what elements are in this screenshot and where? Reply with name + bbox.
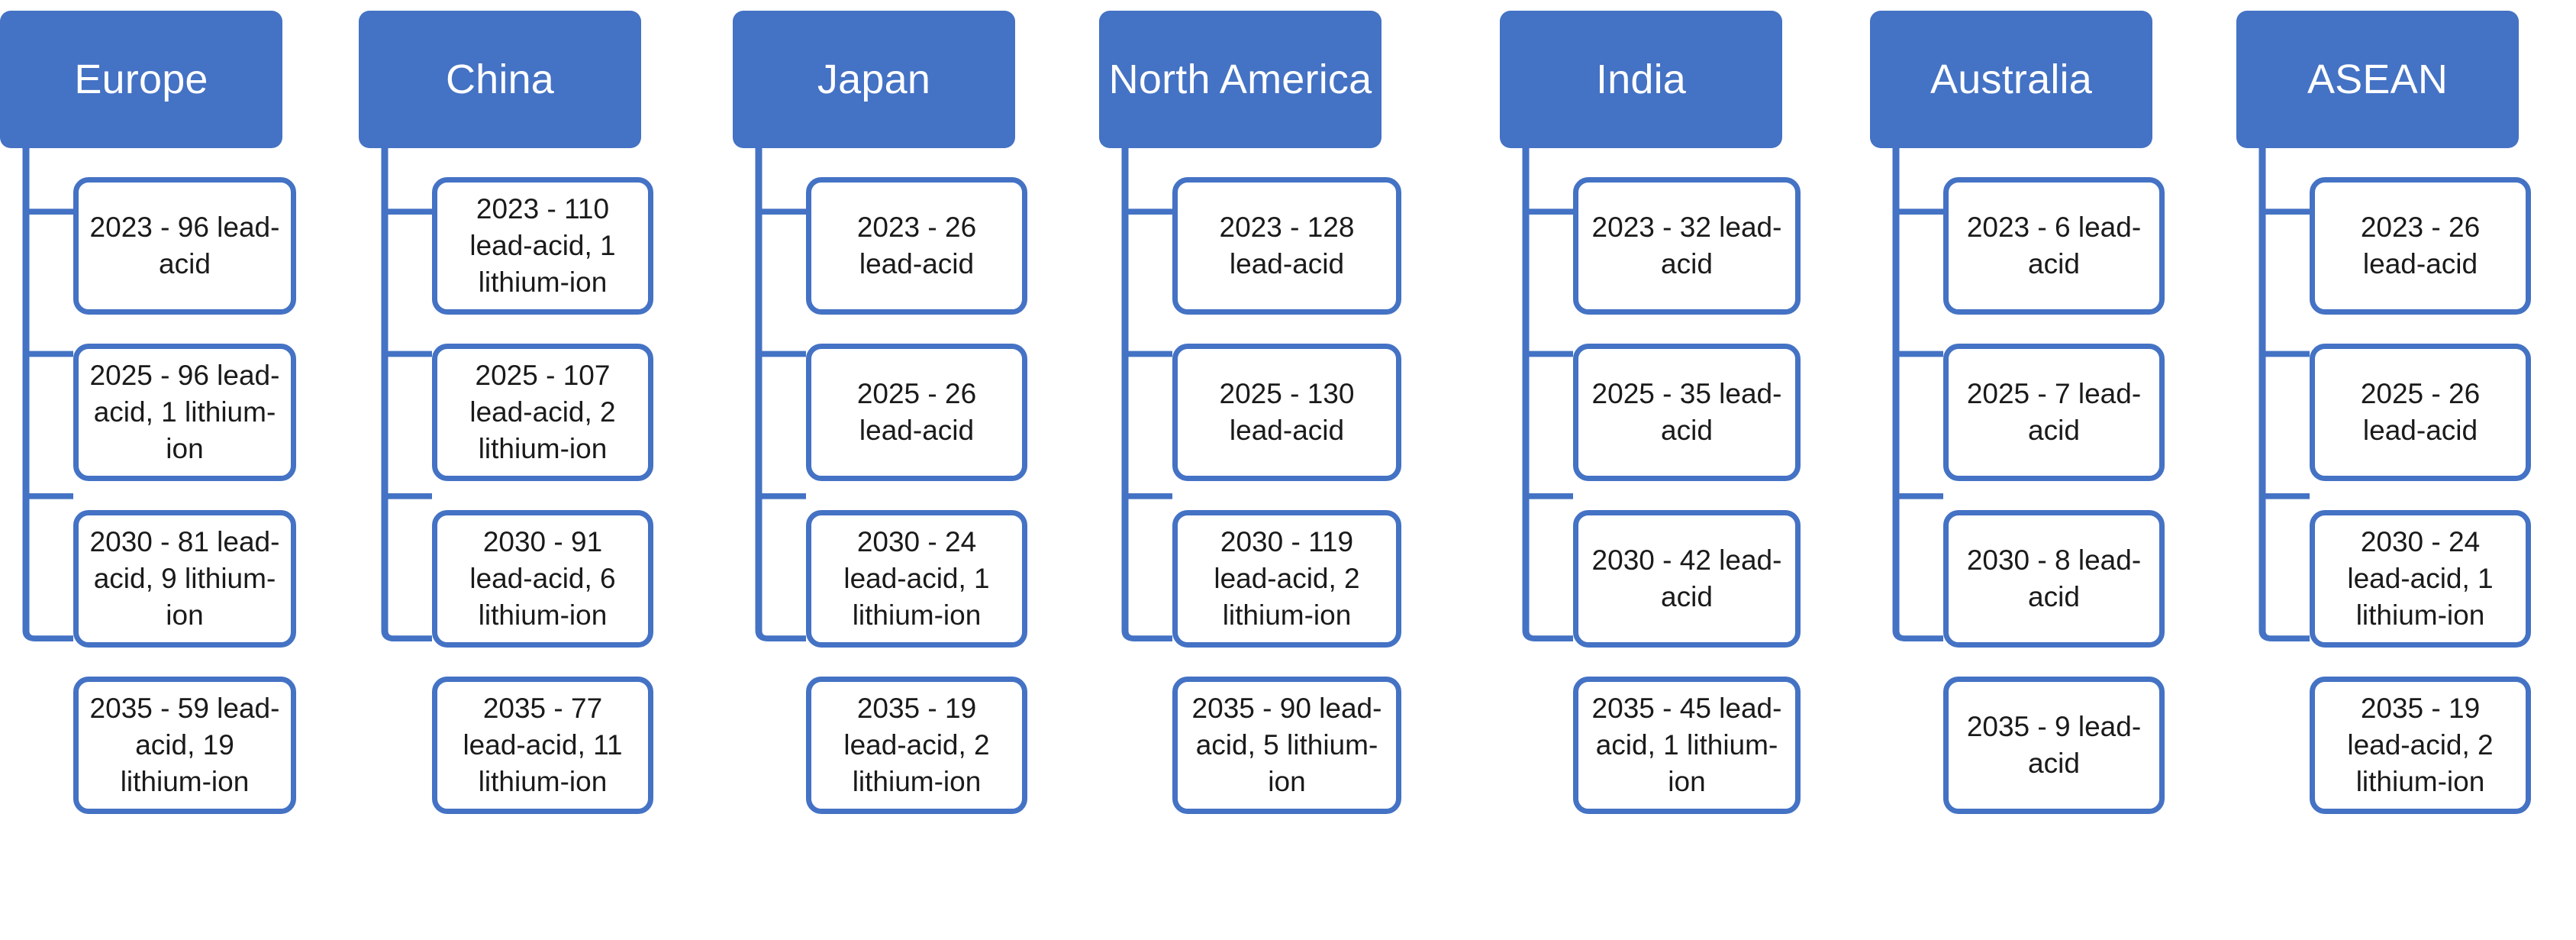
node-label: 2030 - 119 lead-acid, 2 lithium-ion (1214, 525, 1360, 632)
node-box[interactable]: 2030 - 42 lead-acid (1573, 510, 1801, 648)
node-label: 2030 - 91 lead-acid, 6 lithium-ion (469, 525, 616, 632)
node-label: 2023 - 110 lead-acid, 1 lithium-ion (469, 192, 616, 299)
node-label: 2025 - 26 lead-acid (856, 377, 977, 446)
node-label: 2025 - 130 lead-acid (1219, 377, 1355, 446)
node-box[interactable]: 2030 - 24 lead-acid, 1 lithium-ion (806, 510, 1027, 648)
region-header-china[interactable]: China (359, 11, 641, 148)
node-box[interactable]: 2030 - 8 lead-acid (1943, 510, 2165, 648)
node-label: 2030 - 8 lead-acid (1966, 544, 2142, 612)
node-box[interactable]: 2035 - 19 lead-acid, 2 lithium-ion (806, 677, 1027, 814)
node-box[interactable]: 2025 - 107 lead-acid, 2 lithium-ion (432, 344, 653, 481)
region-column: Europe 2023 - 96 lead-acid 2025 - 96 lead-… (0, 11, 359, 814)
node-label: 2025 - 35 lead-acid (1591, 377, 1782, 446)
node-label: 2023 - 6 lead-acid (1966, 211, 2142, 279)
node-box[interactable]: 2023 - 96 lead-acid (73, 177, 296, 315)
node-box[interactable]: 2035 - 45 lead-acid, 1 lithium-ion (1573, 677, 1801, 814)
node-box[interactable]: 2023 - 110 lead-acid, 1 lithium-ion (432, 177, 653, 315)
node-box[interactable]: 2025 - 96 lead-acid, 1 lithium-ion (73, 344, 296, 481)
node-box[interactable]: 2030 - 24 lead-acid, 1 lithium-ion (2310, 510, 2531, 648)
region-header-japan[interactable]: Japan (733, 11, 1015, 148)
connector-trunk (22, 128, 73, 641)
node-label: 2035 - 90 lead-acid, 5 lithium-ion (1191, 692, 1382, 798)
region-header-label: Europe (74, 56, 208, 102)
connector-trunk (1522, 128, 1573, 641)
node-label: 2030 - 81 lead-acid, 9 lithium-ion (89, 525, 280, 632)
connector-trunk (755, 128, 806, 641)
node-label: 2030 - 42 lead-acid (1591, 544, 1782, 612)
node-box[interactable]: 2023 - 32 lead-acid (1573, 177, 1801, 315)
node-list: 2023 - 32 lead-acid 2025 - 35 lead-acid 20… (1573, 177, 1870, 814)
node-label: 2035 - 59 lead-acid, 19 lithium-ion (89, 692, 280, 798)
region-column: Australia 2023 - 6 lead-acid 2025 - 7 lead… (1870, 11, 2236, 814)
region-header-label: ASEAN (2307, 56, 2449, 102)
node-box[interactable]: 2023 - 128 lead-acid (1172, 177, 1401, 315)
node-box[interactable]: 2025 - 130 lead-acid (1172, 344, 1401, 481)
region-column: Japan 2023 - 26 lead-acid 2025 - 26 lead-a… (733, 11, 1099, 814)
connector-trunk (2258, 128, 2310, 641)
node-box[interactable]: 2035 - 90 lead-acid, 5 lithium-ion (1172, 677, 1401, 814)
node-label: 2035 - 45 lead-acid, 1 lithium-ion (1591, 692, 1782, 798)
node-box[interactable]: 2035 - 77 lead-acid, 11 lithium-ion (432, 677, 653, 814)
region-header-asean[interactable]: ASEAN (2236, 11, 2519, 148)
node-label: 2025 - 26 lead-acid (2360, 377, 2481, 446)
node-box[interactable]: 2025 - 7 lead-acid (1943, 344, 2165, 481)
node-label: 2035 - 19 lead-acid, 2 lithium-ion (2347, 692, 2494, 798)
node-label: 2023 - 96 lead-acid (89, 211, 280, 279)
node-box[interactable]: 2030 - 119 lead-acid, 2 lithium-ion (1172, 510, 1401, 648)
node-box[interactable]: 2030 - 91 lead-acid, 6 lithium-ion (432, 510, 653, 648)
node-box[interactable]: 2023 - 26 lead-acid (2310, 177, 2531, 315)
node-box[interactable]: 2030 - 81 lead-acid, 9 lithium-ion (73, 510, 296, 648)
node-label: 2035 - 9 lead-acid (1966, 710, 2142, 779)
region-header-australia[interactable]: Australia (1870, 11, 2152, 148)
node-list: 2023 - 6 lead-acid 2025 - 7 lead-acid 2030… (1943, 177, 2236, 814)
node-label: 2030 - 24 lead-acid, 1 lithium-ion (843, 525, 990, 632)
node-list: 2023 - 26 lead-acid 2025 - 26 lead-acid 20… (2310, 177, 2576, 814)
region-header-india[interactable]: India (1500, 11, 1782, 148)
node-list: 2023 - 128 lead-acid 2025 - 130 lead-acid… (1172, 177, 1500, 814)
node-label: 2023 - 26 lead-acid (856, 211, 977, 279)
node-box[interactable]: 2035 - 59 lead-acid, 19 lithium-ion (73, 677, 296, 814)
node-box[interactable]: 2025 - 35 lead-acid (1573, 344, 1801, 481)
node-label: 2023 - 128 lead-acid (1219, 211, 1355, 279)
region-header-label: India (1595, 56, 1687, 102)
region-header-label: North America (1108, 56, 1372, 102)
region-header-europe[interactable]: Europe (0, 11, 282, 148)
node-label: 2025 - 96 lead-acid, 1 lithium-ion (89, 359, 280, 465)
region-header-label: China (445, 56, 555, 102)
node-box[interactable]: 2035 - 19 lead-acid, 2 lithium-ion (2310, 677, 2531, 814)
region-header-north-america[interactable]: North America (1099, 11, 1381, 148)
region-header-label: Japan (817, 56, 931, 102)
node-box[interactable]: 2025 - 26 lead-acid (806, 344, 1027, 481)
node-label: 2025 - 107 lead-acid, 2 lithium-ion (469, 359, 616, 465)
node-list: 2023 - 96 lead-acid 2025 - 96 lead-acid, … (73, 177, 359, 814)
node-box[interactable]: 2023 - 6 lead-acid (1943, 177, 2165, 315)
node-label: 2030 - 24 lead-acid, 1 lithium-ion (2347, 525, 2494, 632)
region-column: India 2023 - 32 lead-acid 2025 - 35 lead-a… (1500, 11, 1870, 814)
region-header-label: Australia (1930, 56, 2092, 102)
node-label: 2023 - 32 lead-acid (1591, 211, 1782, 279)
node-box[interactable]: 2035 - 9 lead-acid (1943, 677, 2165, 814)
node-box[interactable]: 2023 - 26 lead-acid (806, 177, 1027, 315)
region-column: China 2023 - 110 lead-acid, 1 lithium-ion… (359, 11, 733, 814)
connector-trunk (1121, 128, 1172, 641)
node-label: 2035 - 77 lead-acid, 11 lithium-ion (463, 692, 623, 798)
node-label: 2023 - 26 lead-acid (2360, 211, 2481, 279)
connector-trunk (381, 128, 432, 641)
node-label: 2035 - 19 lead-acid, 2 lithium-ion (843, 692, 990, 798)
node-box[interactable]: 2025 - 26 lead-acid (2310, 344, 2531, 481)
connector-trunk (1892, 128, 1943, 641)
region-column: ASEAN 2023 - 26 lead-acid 2025 - 26 lead-a… (2236, 11, 2576, 814)
region-column: North America 2023 - 128 lead-acid 2025 - … (1099, 11, 1500, 814)
node-list: 2023 - 110 lead-acid, 1 lithium-ion 2025 … (432, 177, 733, 814)
node-label: 2025 - 7 lead-acid (1966, 377, 2142, 446)
node-list: 2023 - 26 lead-acid 2025 - 26 lead-acid 20… (806, 177, 1099, 814)
